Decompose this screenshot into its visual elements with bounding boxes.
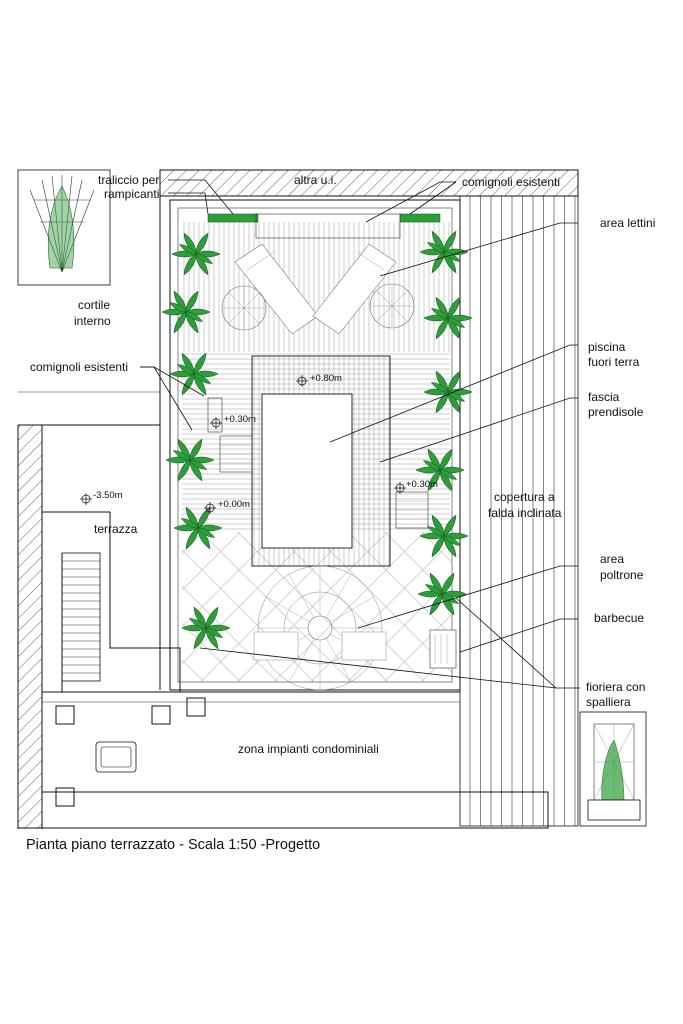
label-fascia-1: fascia <box>588 390 620 404</box>
label-fioriera-2: spalliera <box>586 695 631 709</box>
label-area-poltrone-1: area <box>600 552 624 566</box>
drawing-caption: Pianta piano terrazzato - Scala 1:50 -Pr… <box>26 837 320 853</box>
steps-right <box>395 491 429 529</box>
level-left-step: +0.30m <box>224 414 256 425</box>
inclined-roof <box>459 195 579 827</box>
label-fascia-2: prendisole <box>588 405 644 419</box>
chimney <box>55 397 223 807</box>
chimney-top <box>255 213 401 239</box>
stair <box>42 511 181 693</box>
level-right-step: +0.30m <box>406 479 438 490</box>
trellis-detail <box>17 169 111 286</box>
left-wall <box>17 391 160 829</box>
steps-left <box>219 435 253 473</box>
label-traliccio-1: traliccio per <box>98 173 159 187</box>
top-wall <box>159 169 579 197</box>
label-area-poltrone-2: poltrone <box>600 568 644 582</box>
label-cortile-1: cortile <box>78 298 110 312</box>
level-lower-terrace: -3.50m <box>93 490 123 501</box>
level-pool-top: +0.80m <box>310 373 342 384</box>
label-copertura-1: copertura a <box>494 490 555 504</box>
bottom-boundary <box>18 791 549 829</box>
armchair-area <box>253 565 387 691</box>
deck-upper <box>182 222 450 352</box>
label-piscina-1: piscina <box>588 340 626 354</box>
planter-strip-right <box>399 213 441 223</box>
planter-strip-left <box>207 213 259 223</box>
label-comignoli-top: comignoli esistenti <box>462 175 560 189</box>
sun-lounger <box>234 243 397 335</box>
label-fioriera-1: fioriera con <box>586 680 645 694</box>
label-zona-impianti: zona impianti condominiali <box>238 742 379 756</box>
leader-lines <box>140 179 580 689</box>
label-traliccio-2: rampicanti <box>104 187 159 201</box>
pool <box>251 355 391 567</box>
label-barbecue: barbecue <box>594 611 644 625</box>
label-area-lettini: area lettini <box>600 216 655 230</box>
barbecue-grill <box>429 629 457 669</box>
label-comignoli-left: comignoli esistenti <box>30 360 128 374</box>
label-copertura-2: falda inclinata <box>488 506 562 520</box>
planter-trellis-detail <box>579 711 647 827</box>
label-terrazza: terrazza <box>94 522 138 536</box>
label-piscina-2: fuori terra <box>588 355 640 369</box>
label-altra-ui: altra u.i. <box>294 173 337 187</box>
label-cortile-2: interno <box>74 314 111 328</box>
level-terrace-floor: +0.00m <box>218 499 250 510</box>
